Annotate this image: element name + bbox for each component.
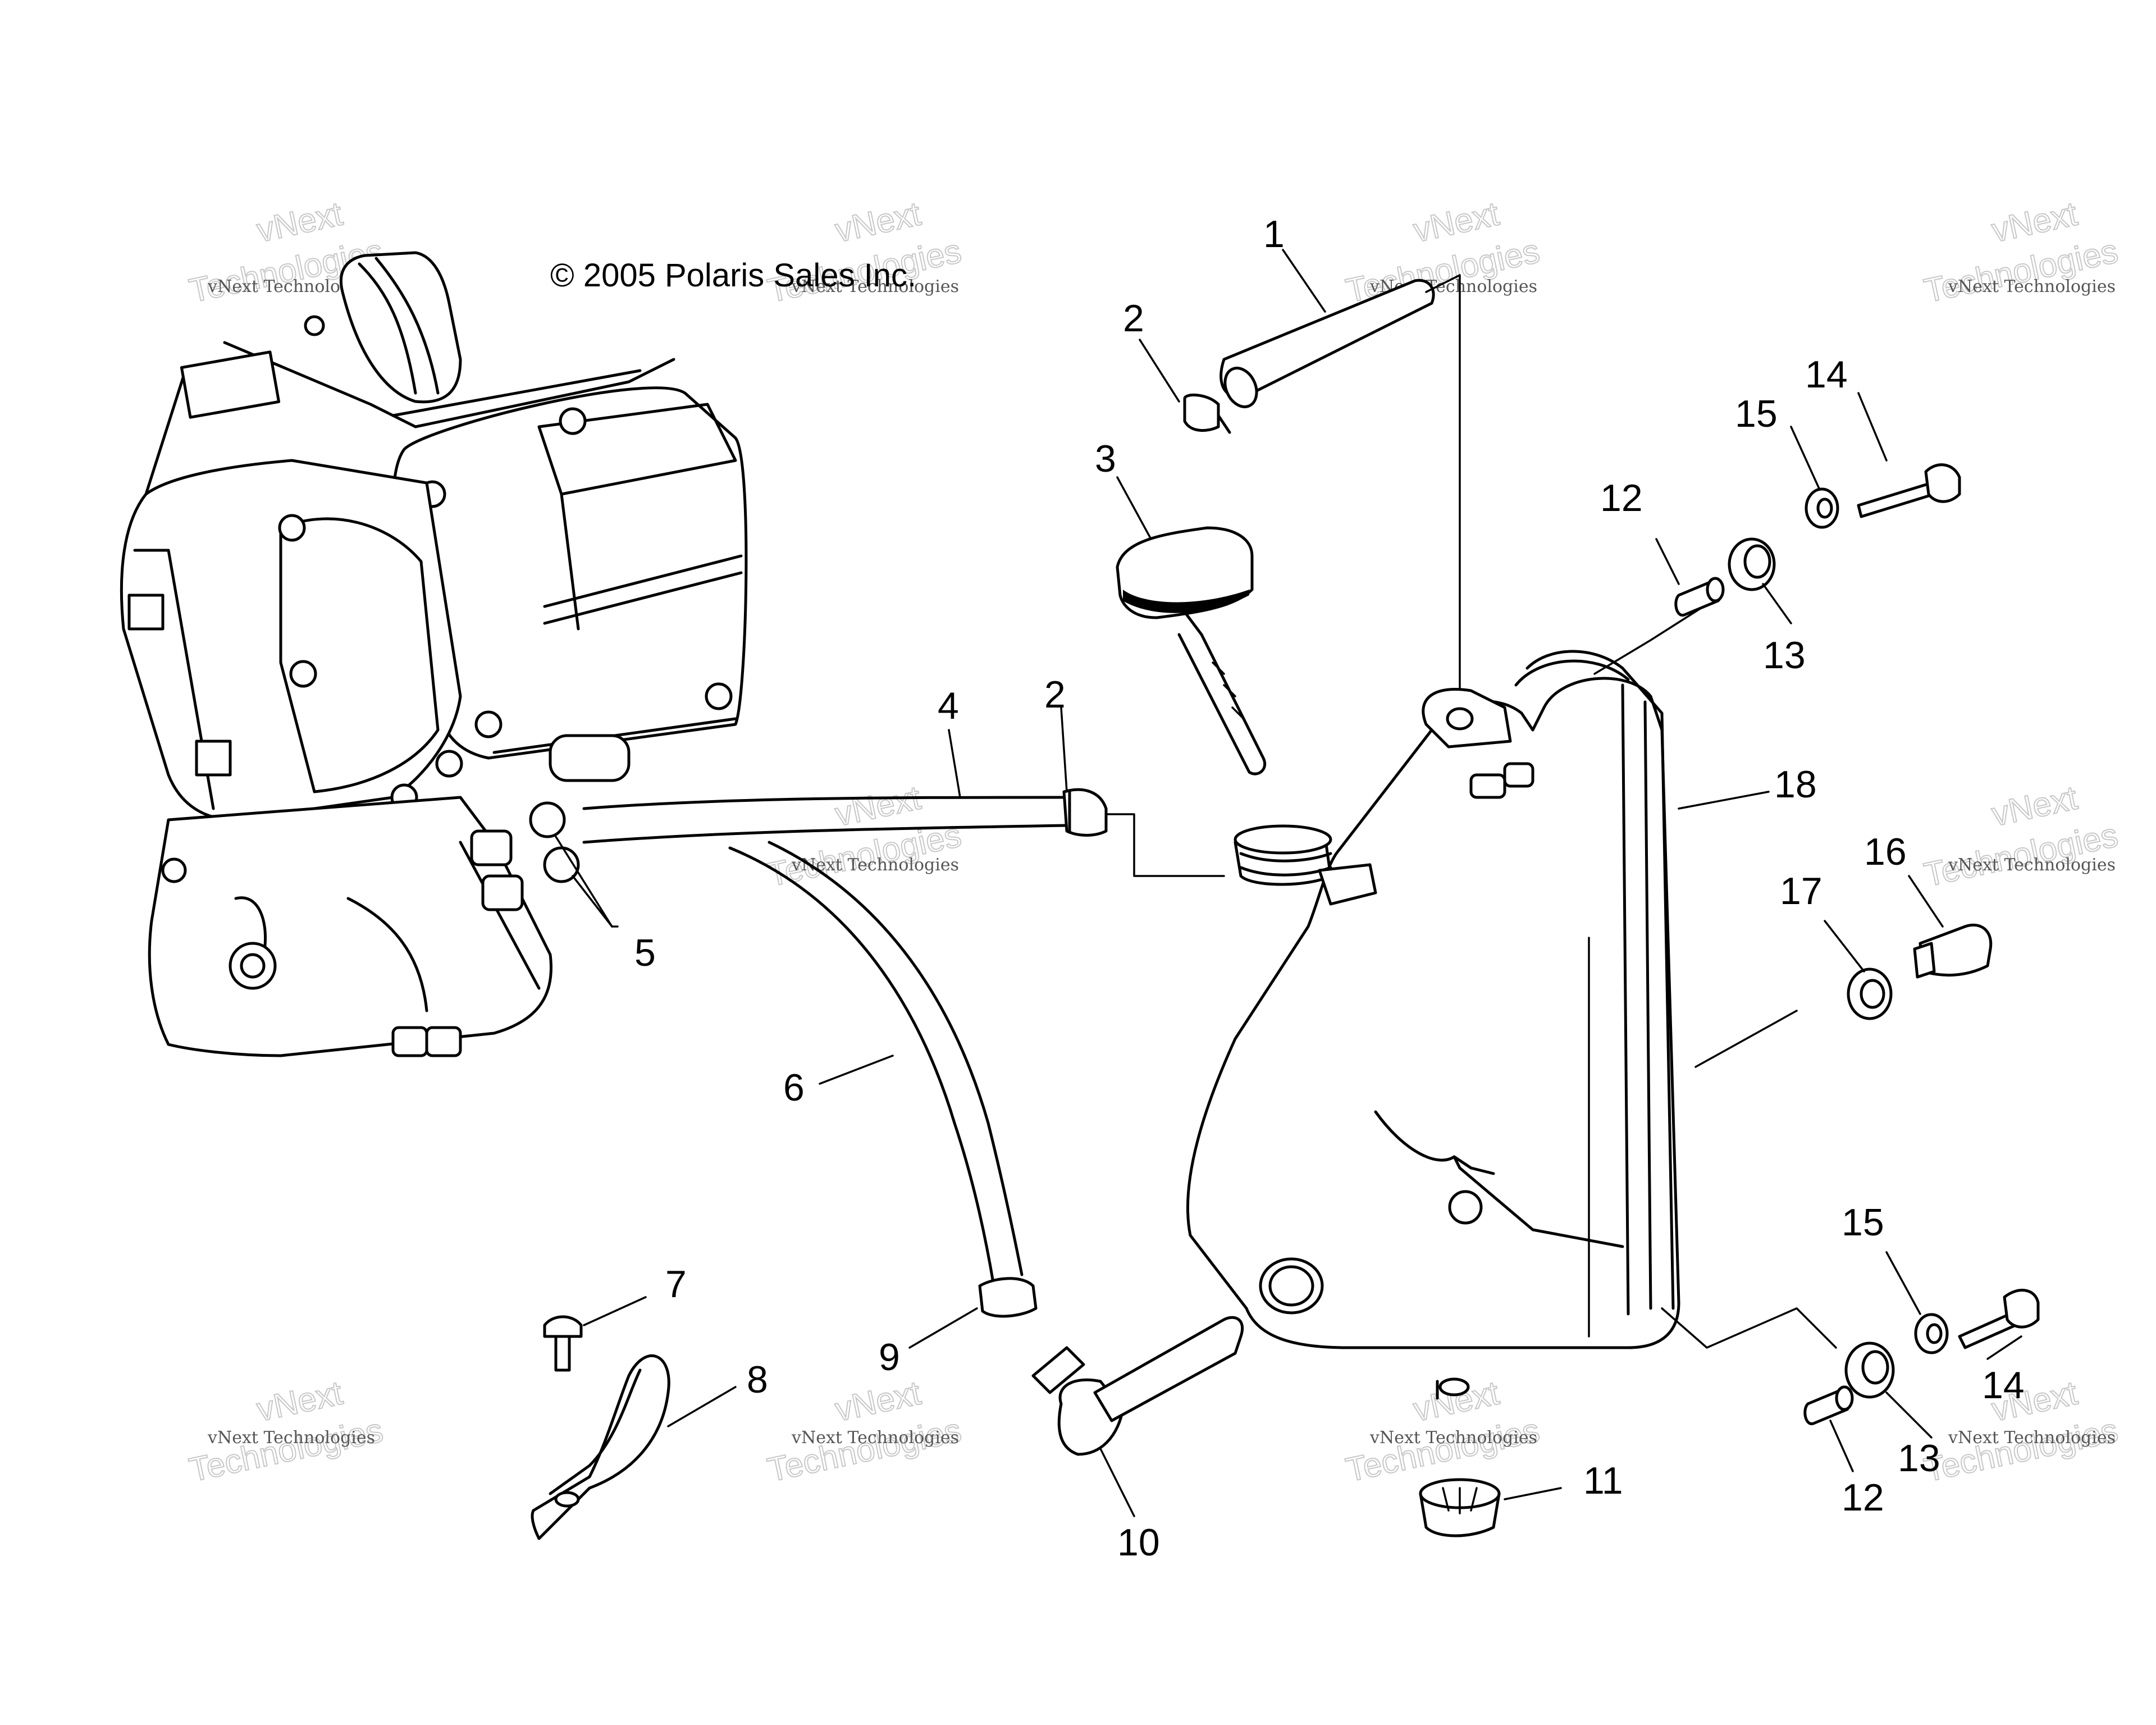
part-2-clamp-top <box>1183 393 1231 434</box>
part-1-vent-hose <box>1219 274 1461 821</box>
part-17-washer <box>1847 968 1893 1020</box>
callout-5: 5 <box>634 932 656 974</box>
part-5-clamps <box>529 801 613 928</box>
svg-text:vNext Technologies: vNext Technologies <box>1369 1428 1537 1448</box>
svg-text:vNext Technologies: vNext Technologies <box>1948 855 2116 875</box>
svg-text:vNext: vNext <box>254 1374 346 1429</box>
svg-text:vNext Technologies: vNext Technologies <box>791 277 959 296</box>
part-15-washer-bottom <box>1914 1313 1949 1354</box>
callout-6: 6 <box>783 1066 805 1109</box>
callout-11: 11 <box>1583 1459 1623 1502</box>
svg-text:vNext: vNext <box>1989 195 2081 249</box>
callout-15-bottom: 15 <box>1842 1201 1884 1244</box>
callout-17: 17 <box>1780 870 1822 912</box>
svg-text:vNext Technologies: vNext Technologies <box>791 1428 959 1448</box>
part-16-drain-bolt <box>1913 923 1993 979</box>
part-10-elbow <box>1031 1316 1244 1456</box>
svg-text:vNext Technologies: vNext Technologies <box>207 1428 375 1448</box>
part-18-oil-tank <box>1186 600 1837 1400</box>
callout-7: 7 <box>665 1263 687 1306</box>
part-12-bushing-bottom <box>1803 1385 1854 1425</box>
svg-text:vNext: vNext <box>832 1374 924 1429</box>
callout-8: 8 <box>747 1358 768 1401</box>
callout-1: 1 <box>1263 213 1285 255</box>
callout-14-bottom: 14 <box>1982 1364 2025 1407</box>
callout-18: 18 <box>1774 763 1817 806</box>
part-14-bolt-top <box>1857 463 1961 518</box>
copyright-text: © 2005 Polaris Sales Inc. <box>550 257 916 294</box>
watermark-mid-right: vNext Technologies <box>1920 778 2122 895</box>
callout-14-top: 14 <box>1805 353 1848 396</box>
part-13-grommet-bottom <box>1844 1341 1895 1399</box>
watermark-big-word: vNext <box>254 195 346 249</box>
callout-13-bottom: 13 <box>1898 1437 1940 1480</box>
callout-2-top: 2 <box>1123 297 1144 340</box>
part-8-p-clamp <box>531 1354 670 1540</box>
callout-3: 3 <box>1095 437 1116 480</box>
svg-text:vNext: vNext <box>1410 195 1502 249</box>
svg-text:vNext: vNext <box>1989 779 2081 833</box>
callout-9: 9 <box>879 1336 900 1379</box>
callout-16: 16 <box>1864 830 1907 873</box>
svg-text:vNext: vNext <box>832 779 924 833</box>
part-4-hose <box>582 796 1068 844</box>
part-7-screw <box>543 1315 583 1372</box>
svg-text:vNext Technologies: vNext Technologies <box>1948 1428 2116 1448</box>
callout-2-mid: 2 <box>1044 673 1066 716</box>
callout-numbers: 1 2 3 2 4 5 6 7 8 9 10 11 12 13 14 15 12… <box>634 213 2025 1564</box>
callout-15-top: 15 <box>1735 393 1778 435</box>
part-15-washer-top <box>1805 487 1839 529</box>
callout-12-bottom: 12 <box>1842 1476 1884 1519</box>
part-9-clamp <box>978 1277 1038 1318</box>
leader-lines <box>583 249 2022 1517</box>
part-13-grommet-top <box>1728 537 1776 591</box>
engine-assembly <box>120 251 748 1057</box>
svg-text:vNext: vNext <box>832 195 924 249</box>
svg-text:vNext Technologies: vNext Technologies <box>1948 277 2116 296</box>
part-2-clamp-mid <box>1062 788 1108 837</box>
callout-13-top: 13 <box>1763 634 1806 677</box>
callout-4: 4 <box>938 684 959 727</box>
callout-12-top: 12 <box>1600 477 1643 519</box>
part-6-long-hose <box>728 841 1024 1288</box>
part-12-bushing-top <box>1674 577 1725 617</box>
svg-text:vNext Technologies: vNext Technologies <box>791 855 959 875</box>
callout-10: 10 <box>1117 1521 1160 1564</box>
part-3-dipstick <box>1116 526 1267 775</box>
part-14-bolt-bottom <box>1958 1289 2040 1349</box>
part-11-plug <box>1419 1478 1501 1537</box>
